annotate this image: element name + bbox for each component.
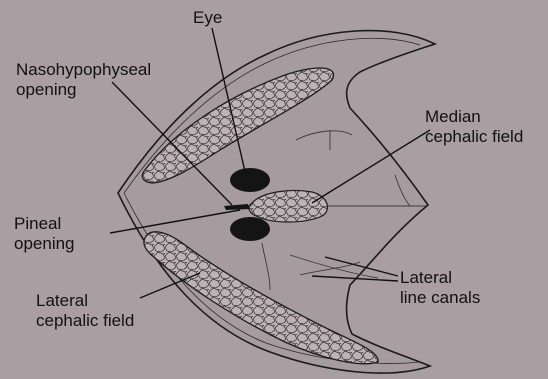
label-lateral-line-canals: Lateral line canals [400, 268, 480, 308]
label-pineal-opening: Pineal opening [14, 214, 75, 254]
label-median-cephalic-field: Median cephalic field [425, 107, 523, 147]
label-nasohypophyseal-opening: Nasohypophyseal opening [16, 60, 151, 100]
lower-eye [230, 217, 270, 241]
label-lateral-cephalic-field: Lateral cephalic field [36, 291, 134, 331]
upper-eye [230, 168, 270, 192]
label-eye: Eye [193, 8, 222, 28]
